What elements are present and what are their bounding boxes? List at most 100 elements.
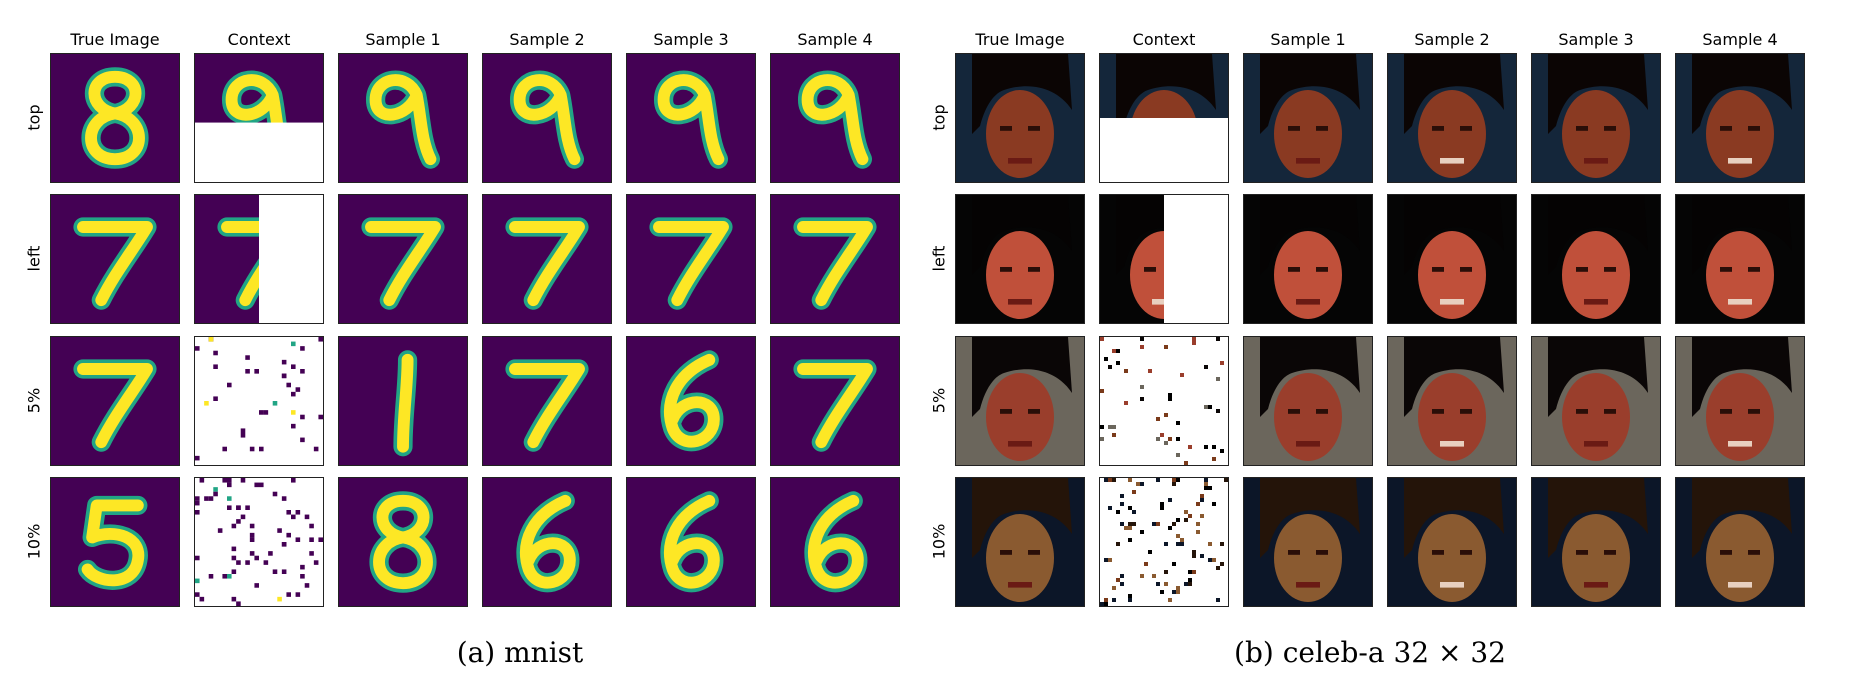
column-title: Context xyxy=(227,30,291,49)
context-pixel xyxy=(300,369,305,374)
context-pixel xyxy=(227,478,232,483)
context-pixel xyxy=(222,478,227,483)
context-pixel xyxy=(1204,478,1208,482)
context-pixel xyxy=(249,551,255,556)
context-pixel xyxy=(304,514,310,520)
context-pixel xyxy=(1132,490,1136,494)
context-pixel xyxy=(272,569,278,574)
context-pixel xyxy=(291,423,296,429)
sample-tile xyxy=(1675,477,1805,607)
context-pixel xyxy=(1176,437,1180,441)
context-pixel xyxy=(1156,437,1160,441)
true-image-tile xyxy=(50,53,180,183)
context-pixel xyxy=(300,574,305,579)
context-pixel xyxy=(1124,401,1128,405)
sample-tile xyxy=(626,194,756,324)
context-pixel xyxy=(195,592,200,597)
row-label: left xyxy=(24,245,44,272)
context-pixel xyxy=(1152,574,1156,578)
context-pixel xyxy=(1204,486,1208,490)
context-pixel xyxy=(291,410,296,415)
context-pixel xyxy=(1164,441,1168,445)
context-pixel xyxy=(1160,433,1164,437)
context-pixel xyxy=(291,478,296,483)
context-pixel xyxy=(295,592,301,597)
context-pixel xyxy=(254,555,259,561)
context-pixel xyxy=(213,350,218,356)
context-pixel xyxy=(1140,530,1144,534)
context-pixel xyxy=(1204,482,1208,486)
sample-tile xyxy=(1387,336,1517,466)
context-pixel xyxy=(1112,349,1116,353)
context-pixel xyxy=(1124,526,1128,530)
context-pixel xyxy=(1176,453,1180,457)
context-pixel xyxy=(1172,590,1176,594)
context-pixel xyxy=(259,410,264,415)
context-pixel xyxy=(254,369,259,374)
context-pixel xyxy=(1220,542,1224,546)
sample-tile xyxy=(770,336,900,466)
context-pixel xyxy=(295,537,301,542)
context-pixel xyxy=(1108,558,1112,562)
sample-tile xyxy=(338,336,468,466)
context-pixel xyxy=(1128,598,1132,602)
sample-tile xyxy=(338,194,468,324)
context-pixel xyxy=(1172,478,1176,482)
context-pixel xyxy=(272,491,278,497)
context-pixel xyxy=(213,487,218,492)
context-tile xyxy=(194,477,324,607)
context-pixel xyxy=(195,510,200,515)
context-pixel xyxy=(286,532,291,538)
context-pixel xyxy=(1192,341,1196,345)
sample-tile xyxy=(1243,336,1373,466)
context-pixel xyxy=(1180,538,1184,542)
column-title: Sample 1 xyxy=(1270,30,1346,49)
context-pixel xyxy=(236,519,241,524)
context-pixel xyxy=(1192,554,1196,558)
context-pixel xyxy=(208,496,214,501)
context-pixel xyxy=(1112,425,1116,429)
context-pixel xyxy=(313,560,319,565)
context-pixel xyxy=(272,401,278,406)
context-pixel xyxy=(240,433,246,438)
context-pixel xyxy=(277,596,282,602)
context-tile xyxy=(1099,194,1229,324)
sample-tile xyxy=(626,477,756,607)
context-pixel xyxy=(1128,538,1132,542)
context-pixel xyxy=(1100,602,1104,606)
sample-tile xyxy=(1675,53,1805,183)
sample-tile xyxy=(482,53,612,183)
context-pixel xyxy=(1100,337,1104,341)
context-pixel xyxy=(231,523,237,529)
context-pixel xyxy=(1188,582,1192,586)
context-pixel xyxy=(300,414,305,420)
context-pixel xyxy=(309,551,314,556)
context-pixel xyxy=(1216,598,1220,602)
context-pixel xyxy=(1100,389,1104,393)
context-pixel xyxy=(1156,478,1160,482)
context-pixel xyxy=(1188,445,1192,449)
context-pixel xyxy=(1112,433,1116,437)
context-pixel xyxy=(1176,586,1180,590)
context-pixel xyxy=(281,569,287,574)
context-pixel xyxy=(227,505,232,510)
context-pixel xyxy=(1220,449,1224,453)
sample-tile xyxy=(1675,194,1805,324)
context-pixel xyxy=(1100,437,1104,441)
context-pixel xyxy=(1212,502,1216,506)
context-pixel xyxy=(1120,494,1124,498)
context-pixel xyxy=(1156,582,1160,586)
context-pixel xyxy=(231,555,237,561)
context-pixel xyxy=(195,455,200,461)
context-pixel xyxy=(1120,582,1124,586)
context-pixel xyxy=(236,601,241,606)
column-title: Sample 4 xyxy=(797,30,873,49)
context-pixel xyxy=(1116,361,1120,365)
context-pixel xyxy=(254,482,259,488)
sample-tile xyxy=(770,477,900,607)
context-pixel xyxy=(1128,506,1132,510)
context-pixel xyxy=(1120,502,1124,506)
context-pixel xyxy=(240,514,246,520)
context-pixel xyxy=(1200,498,1204,502)
context-pixel xyxy=(1168,437,1172,441)
